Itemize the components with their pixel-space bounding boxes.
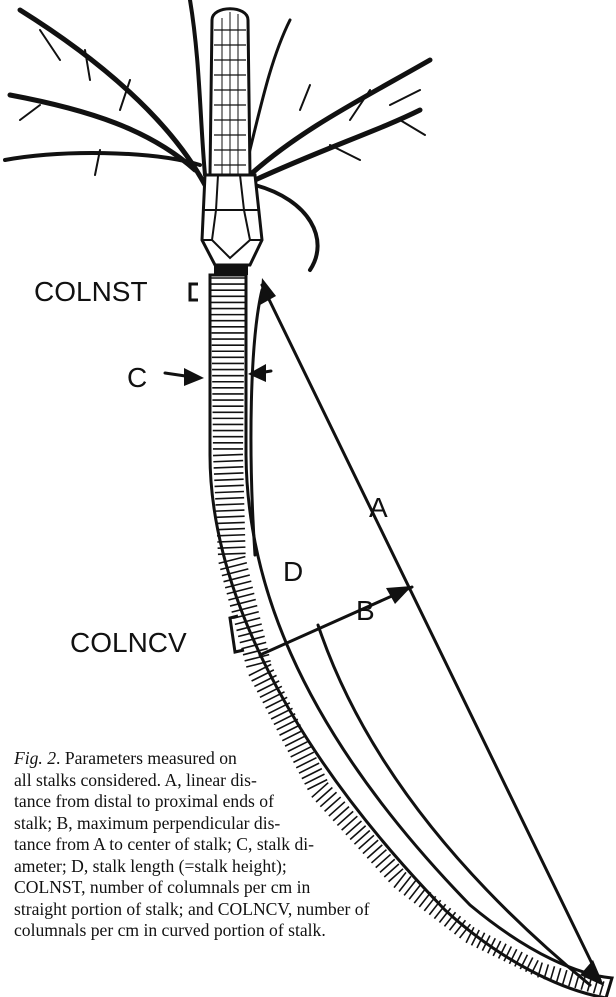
label-d: D [283,556,303,588]
label-c: C [127,362,147,394]
columnal-line [217,529,245,530]
caption-line: Fig. 2. Parameters measured on [14,748,484,770]
arrowhead-c-left [184,368,204,386]
calyx [202,175,262,275]
columnal-line [215,485,244,486]
caption-line: all stalks considered. A, linear dis- [14,770,484,792]
columnal-line [213,454,243,455]
columnal-line [216,522,244,523]
caption-line: straight portion of stalk; and COLNCV, n… [14,899,484,921]
figure-caption: Fig. 2. Parameters measured on all stalk… [14,748,484,942]
columnal-line [216,516,245,517]
columnal-line [214,467,244,468]
caption-line: columnals per cm in curved portion of st… [14,920,484,942]
columnal-line [215,504,244,505]
colnst-bracket [190,284,198,300]
columnal-line [213,461,243,462]
caption-line-text: . Parameters measured on [56,748,237,768]
caption-line: ameter; D, stalk length (=stalk height); [14,856,484,878]
columnal-line [217,535,245,536]
columnal-line [218,553,246,554]
label-b: B [356,595,375,627]
columnal-line [216,510,245,511]
label-colnst: COLNST [34,276,148,308]
label-a: A [369,492,388,524]
caption-line: COLNST, number of columnals per cm in [14,877,484,899]
label-colncv: COLNCV [70,627,187,659]
columnal-line [217,541,245,542]
arrowhead-b [386,586,412,604]
anal-tube [210,9,250,175]
columnal-line [218,547,246,548]
colncv-bracket [230,616,244,652]
caption-line: tance from distal to proximal ends of [14,791,484,813]
columnal-line [215,492,244,493]
caption-line: tance from A to center of stalk; C, stal… [14,834,484,856]
columnal-line [214,479,243,480]
arrowhead-a-top [260,278,276,305]
measure-line-b [260,587,412,655]
columnal-line [215,498,244,499]
caption-fig-ref: Fig. 2 [14,748,56,768]
measure-line-d [251,290,262,555]
caption-line: stalk; B, maximum perpendicular dis- [14,813,484,835]
columnal-line [214,473,244,474]
